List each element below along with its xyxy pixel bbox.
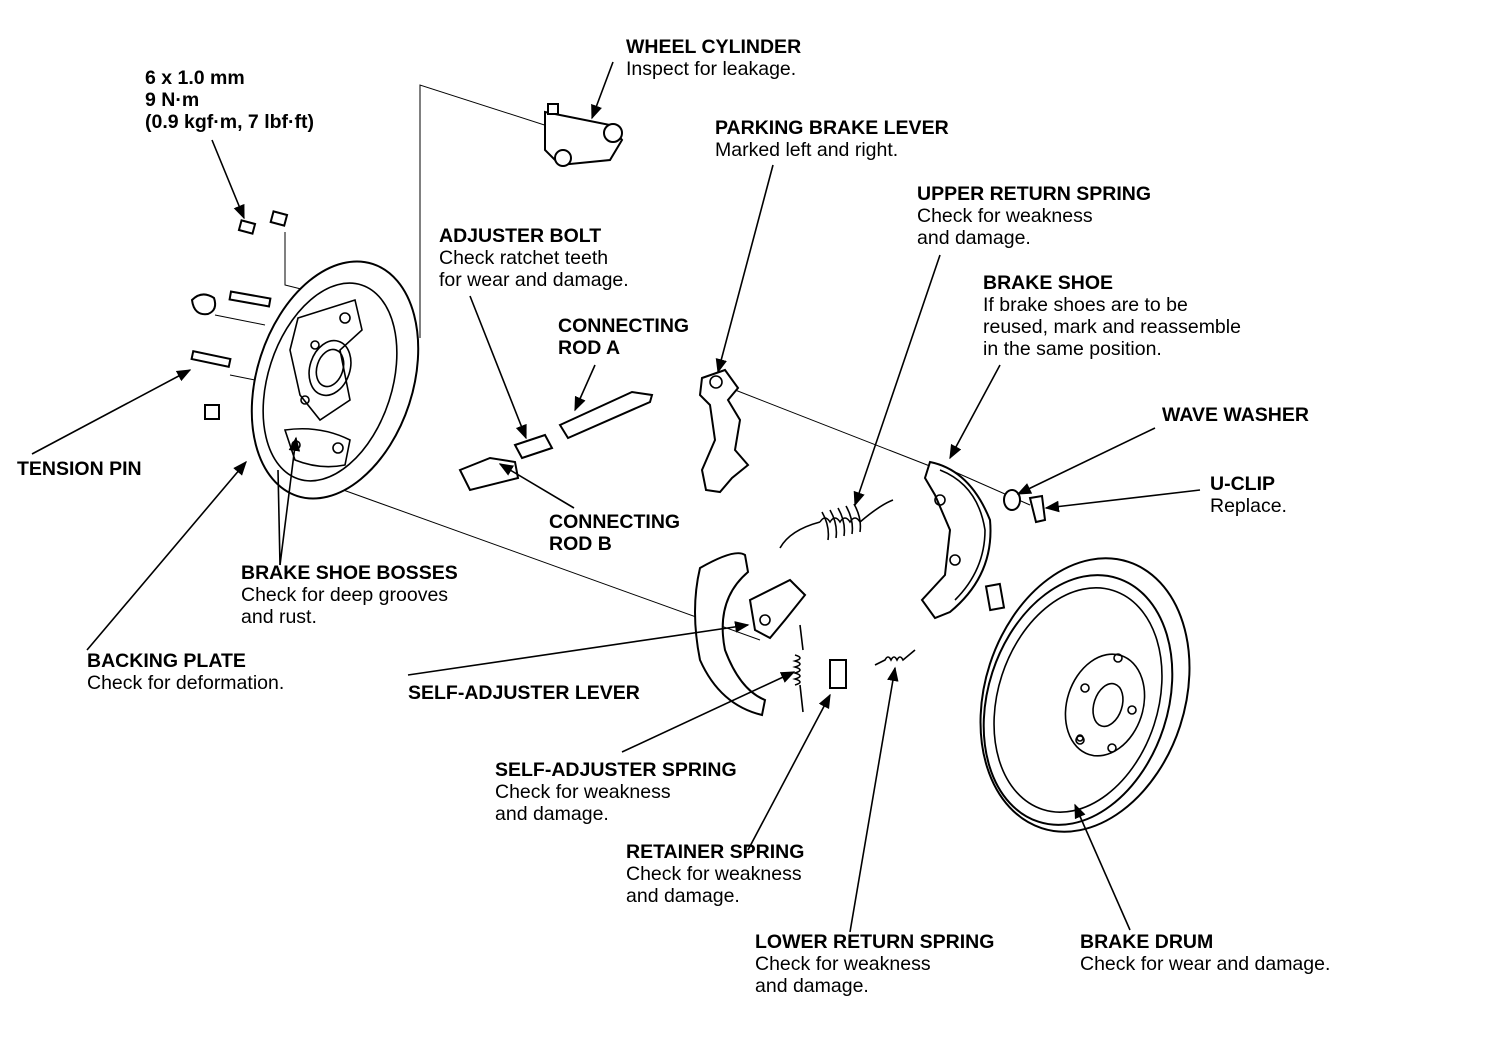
upper-return-spring-title: UPPER RETURN SPRING [917,183,1152,205]
u-clip-callout: U-CLIP Replace. [1210,473,1287,517]
adjuster-bolt-note-1: Check ratchet teeth [439,247,609,269]
brake-shoe-bosses-note-2: and rust. [241,606,317,628]
wheel-cylinder-callout: WHEEL CYLINDER Inspect for leakage. [626,36,801,80]
tension-pin-title: TENSION PIN [17,458,142,480]
wheel-cylinder [544,103,624,167]
parking-brake-lever-title: PARKING BRAKE LEVER [715,117,949,139]
self-adjuster-spring [792,624,804,713]
bolt-spec-line-3: (0.9 kgf·m, 7 lbf·ft) [145,111,314,133]
brake-shoe-right [920,460,1006,620]
brake-shoe-note-1: If brake shoes are to be [983,294,1188,316]
retainer-spring-note-2: and damage. [626,885,740,907]
self-adjuster-spring-callout: SELF-ADJUSTER SPRING Check for weakness … [495,759,737,825]
self-adjuster-spring-note-1: Check for weakness [495,781,671,803]
brake-shoe-bosses-title: BRAKE SHOE BOSSES [241,562,458,584]
tension-pin-callout: TENSION PIN [17,458,142,480]
wave-washer-callout: WAVE WASHER [1162,404,1309,426]
bolt-spec-callout: 6 x 1.0 mm 9 N·m (0.9 kgf·m, 7 lbf·ft) [145,67,314,133]
self-adjuster-spring-note-2: and damage. [495,803,609,825]
brake-drum [979,557,1191,833]
wheel-cylinder-title: WHEEL CYLINDER [626,36,802,58]
brake-shoe-left [694,552,807,717]
upper-return-spring [779,499,894,549]
connecting-rod-a-title-1: CONNECTING [558,315,690,337]
parking-brake-lever-note: Marked left and right. [715,139,899,161]
brake-shoe-title: BRAKE SHOE [983,272,1114,294]
brake-shoe-note-3: in the same position. [983,338,1162,360]
u-clip-title: U-CLIP [1210,473,1275,495]
bolt-spec-line-1: 6 x 1.0 mm [145,67,245,89]
backing-plate-callout: BACKING PLATE Check for deformation. [87,650,284,694]
brake-shoe-note-2: reused, mark and reassemble [983,316,1241,338]
adjuster-bolt-note-2: for wear and damage. [439,269,629,291]
connecting-rod-b-title-1: CONNECTING [549,511,681,533]
leader-lines [31,61,1201,933]
connecting-rod-b-title-2: ROD B [549,533,612,555]
backing-plate-title: BACKING PLATE [87,650,246,672]
adjuster-bolt-callout: ADJUSTER BOLT Check ratchet teeth for we… [439,225,629,291]
lower-return-spring-note-1: Check for weakness [755,953,931,975]
upper-return-spring-note-1: Check for weakness [917,205,1093,227]
brake-shoe-bosses-note-1: Check for deep grooves [241,584,449,606]
connecting-rod-a-callout: CONNECTING ROD A [558,315,689,359]
parking-brake-lever-callout: PARKING BRAKE LEVER Marked left and righ… [715,117,949,161]
retainer-spring [829,659,847,689]
assembly-lines [214,84,1031,641]
brake-drum-title: BRAKE DRUM [1080,931,1214,953]
self-adjuster-spring-title: SELF-ADJUSTER SPRING [495,759,737,781]
adjuster-assembly [458,390,654,492]
wheel-cylinder-note: Inspect for leakage. [626,58,797,80]
brake-drum-note: Check for wear and damage. [1080,953,1331,975]
lower-return-spring [874,649,916,666]
self-adjuster-lever-title: SELF-ADJUSTER LEVER [408,682,640,704]
u-clip-note: Replace. [1210,495,1287,517]
brake-shoe-bosses-callout: BRAKE SHOE BOSSES Check for deep grooves… [241,562,458,628]
wave-washer-title: WAVE WASHER [1162,404,1309,426]
connecting-rod-b-callout: CONNECTING ROD B [549,511,680,555]
backing-plate-note: Check for deformation. [87,672,285,694]
lower-return-spring-callout: LOWER RETURN SPRING Check for weakness a… [755,931,994,997]
brake-shoe-callout: BRAKE SHOE If brake shoes are to be reus… [983,272,1241,360]
connecting-rod-a-title-2: ROD A [558,337,621,359]
self-adjuster-lever-callout: SELF-ADJUSTER LEVER [408,682,640,704]
lower-return-spring-note-2: and damage. [755,975,869,997]
bolt-spec-line-2: 9 N·m [145,89,200,111]
retainer-spring-callout: RETAINER SPRING Check for weakness and d… [626,841,804,907]
parking-brake-lever [698,368,750,494]
brake-drum-callout: BRAKE DRUM Check for wear and damage. [1080,931,1330,975]
adjuster-bolt-title: ADJUSTER BOLT [439,225,602,247]
backing-plate [250,260,420,500]
upper-return-spring-note-2: and damage. [917,227,1031,249]
mounting-bolts [190,210,289,420]
washer-and-clip [1003,489,1047,524]
upper-return-spring-callout: UPPER RETURN SPRING Check for weakness a… [917,183,1151,249]
retainer-spring-title: RETAINER SPRING [626,841,805,863]
lower-return-spring-title: LOWER RETURN SPRING [755,931,995,953]
retainer-spring-note-1: Check for weakness [626,863,802,885]
